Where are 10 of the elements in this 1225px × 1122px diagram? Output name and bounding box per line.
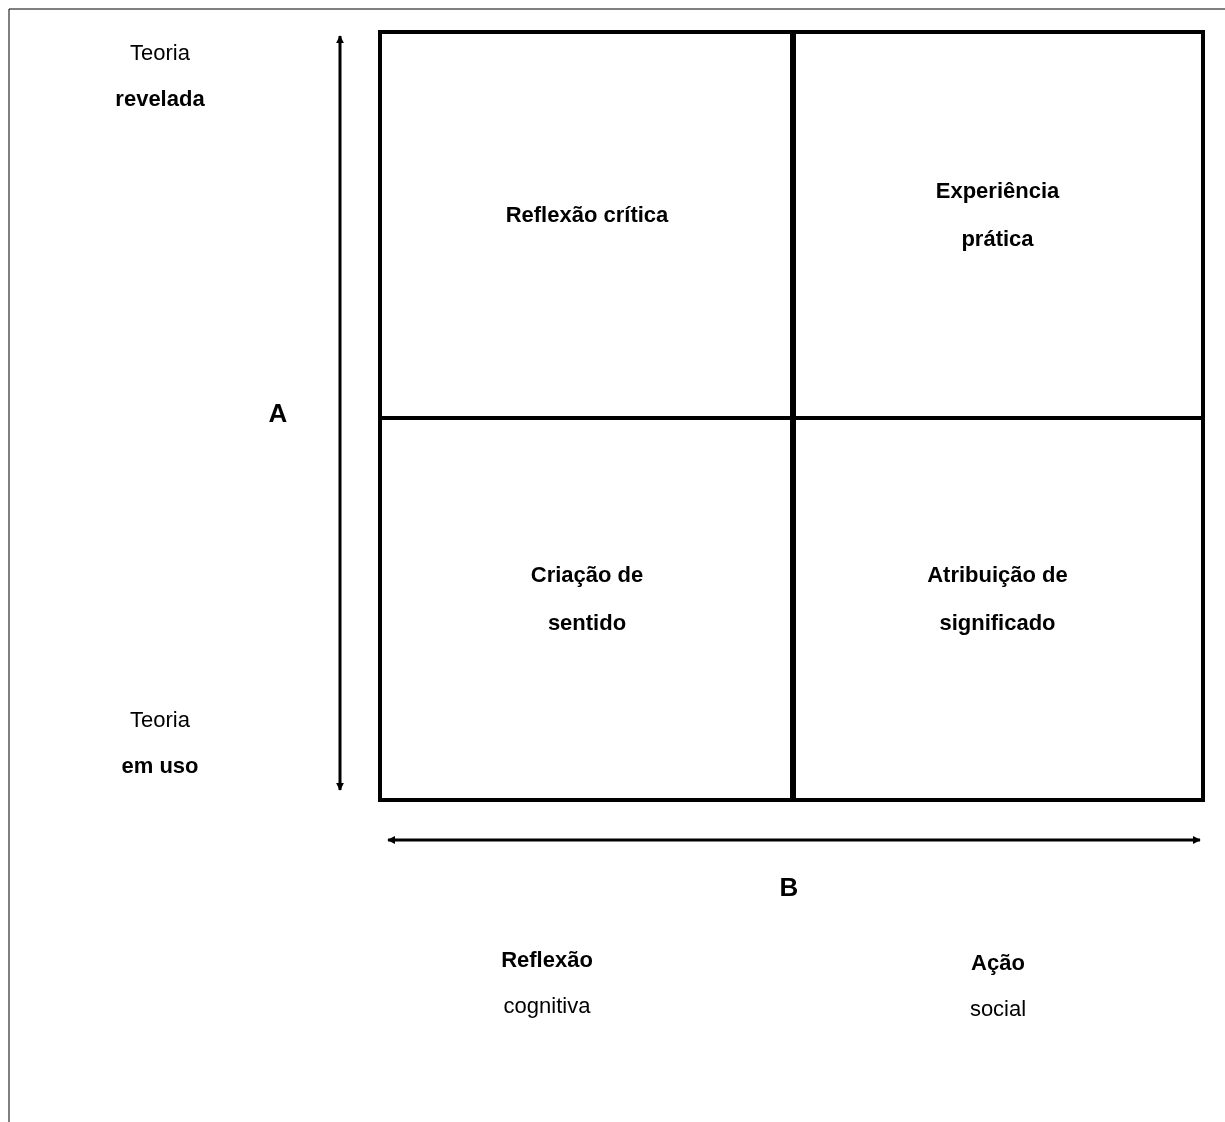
axis-end-label: Teoria revelada: [115, 39, 205, 113]
cell-label: Atribuição de significado: [926, 561, 1069, 637]
cell-label: Experiência prática: [934, 177, 1061, 253]
axis-end-label: Ação social: [969, 949, 1027, 1023]
cell-label: Criação de sentido: [529, 561, 645, 637]
axis-label: A: [268, 397, 288, 430]
axis-label: B: [779, 871, 799, 904]
axis-end-label: Teoria em uso: [121, 706, 199, 780]
axis-end-label: Reflexão cognitiva: [501, 946, 593, 1020]
cell-label: Reflexão crítica: [504, 201, 670, 229]
